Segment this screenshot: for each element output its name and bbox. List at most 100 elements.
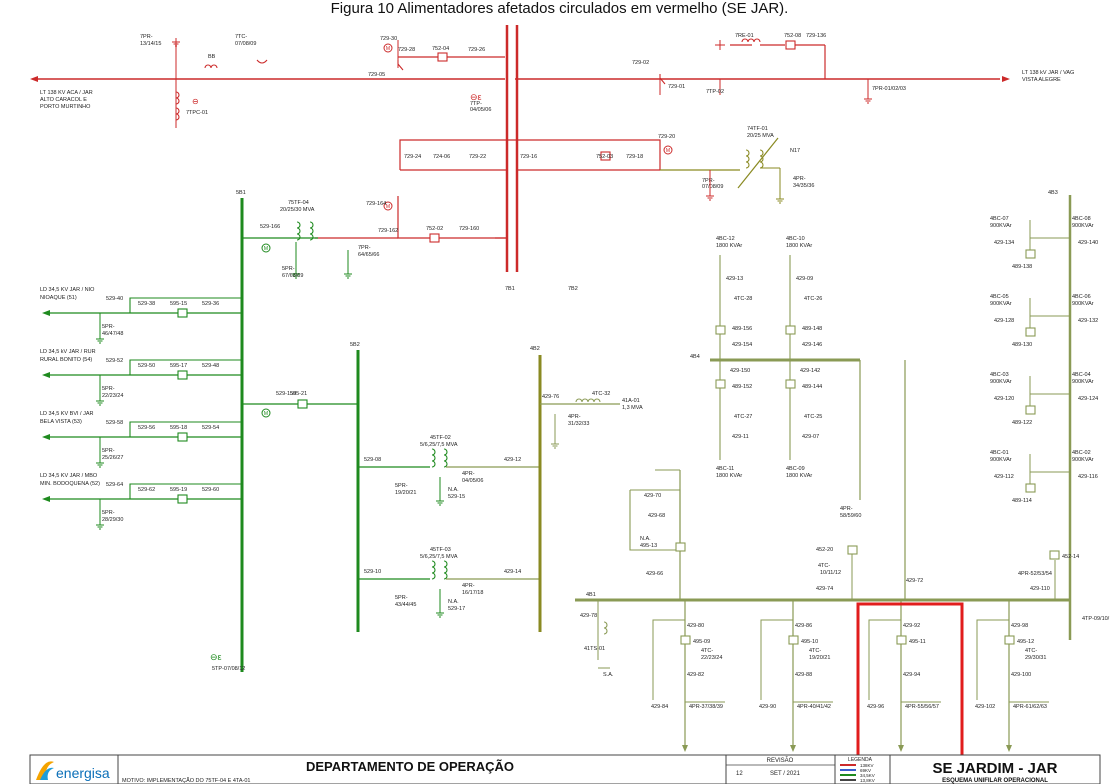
diagram-label: 429-132 [1078,318,1098,324]
diagram-label: 529-17 [448,606,465,612]
diagram-label: 4BC-10 [786,236,805,242]
breaker-495-11 [896,635,907,645]
diagram-label: 495-12 [1017,639,1034,645]
diagram-label: 489-122 [1012,420,1032,426]
diagram-label: 75TF-04 [288,200,309,206]
diagram-label: 495-11 [909,639,926,645]
diagram-label: 4B2 [530,346,540,352]
diagram-label: 4TC- [701,648,713,654]
transformer-winding [745,149,750,169]
diagram-label: 529-10 [364,569,381,575]
legend-entry: 138KV [860,763,874,768]
diagram-label: 752-03 [596,154,613,160]
diagram-label: 729-01 [668,84,685,90]
diagram-label: 4TC- [818,563,830,569]
line-arrow-icon [1002,76,1010,82]
diagram-label: 529-38 [138,301,155,307]
diagram-label: 4PR-55/56/57 [905,704,939,710]
diagram-label: 489-144 [802,384,822,390]
diagram-label: 595-21 [290,391,307,397]
diagram-label: 4PR-61/62/63 [1013,704,1047,710]
diagram-label: 529-54 [202,425,219,431]
diagram-label: 529-40 [106,296,123,302]
diagram-label: 595-17 [170,363,187,369]
diagram-label: 4PR- [793,176,806,182]
diagram-label: 7TP-02 [706,89,724,95]
diagram-label: 7PR- [702,178,715,184]
diagram-label: 20/25 MVA [747,133,774,139]
motor-operator-icon: M [264,411,268,417]
diagram-label: 5PR- [102,448,115,454]
diagram-label: 1800 KVAr [786,243,812,249]
line-arrow-icon [30,76,38,82]
diagram-label: 900KVAr [1072,457,1094,463]
diagram-label: 489-138 [1012,264,1032,270]
diagram-label: 729-136 [806,33,826,39]
diagram-label: 429-12 [504,457,521,463]
diagram-label: 429-88 [795,672,812,678]
diagram-label: 429-86 [795,623,812,629]
diagram-label: 529-15 [448,494,465,500]
diagram-label: LT 138 KV ACA / JAR [40,90,93,96]
diagram-label: 5PR- [395,483,408,489]
diagram-label: 900KVAr [1072,379,1094,385]
breaker-595-18 [177,432,188,442]
diagram-label: 29/30/31 [1025,655,1046,661]
current-transformer-icon: ⊖ [192,97,199,106]
diagram-label: 900KVAr [990,457,1012,463]
diagram-label: 4TC-26 [804,296,822,302]
diagram-label: 529-64 [106,482,123,488]
diagram-label: 4PR- [462,583,475,589]
diagram-label: 900KVAr [1072,223,1094,229]
diagram-label: 429-82 [687,672,704,678]
revision-label: REVISÃO [767,757,794,764]
revision-motive: MOTIVO: IMPLEMENTAÇÃO DO 75TF-04 E 4TA-0… [122,777,250,784]
diagram-label: 489-156 [732,326,752,332]
diagram-label: 16/17/18 [462,590,483,596]
diagram-label: 41TS-01 [584,646,605,652]
potential-transformer-icon: ⊖ε [470,92,482,102]
diagram-label: 5B2 [350,342,360,348]
diagram-label: 5PR- [102,510,115,516]
reactor-coil [575,398,601,403]
line-arrow-icon [790,745,796,752]
diagram-label: 4PR-52/53/54 [1018,571,1052,577]
diagram-label: 489-130 [1012,342,1032,348]
diagram-label: BB [208,54,216,60]
diagram-label: 7PR- [140,34,153,40]
transformer-winding [309,221,314,241]
motor-operator-icon [663,145,673,155]
revision-date: SET / 2021 [770,771,801,777]
diagram-label: 5TP-07/08/12 [212,666,245,672]
diagram-label: 5/6,25/7,5 MVA [420,554,458,560]
diagram-label: 20/25/30 MVA [280,207,315,213]
conductor-line [629,489,681,551]
diagram-label: 7B1 [505,286,515,292]
diagram-label: 429-142 [800,368,820,374]
diagram-label: 74TF-01 [747,126,768,132]
diagram-label: 4PR-37/38/39 [689,704,723,710]
diagram-label: 4BC-05 [990,294,1009,300]
diagram-label: 5PR- [395,595,408,601]
diagram-label: 4BC-03 [990,372,1009,378]
diagram-label: 429-128 [994,318,1014,324]
breaker-752-08 [785,40,796,50]
diagram-label: ALTO CARACOL E [40,97,87,103]
title-block-frame [29,754,1101,784]
diagram-label: VISTA ALEGRE [1022,77,1061,83]
breaker-489-156 [715,325,726,335]
transformer-winding [759,149,764,169]
diagram-label: 4PR- [568,414,581,420]
breaker-452-14 [1049,550,1060,560]
diagram-label: 4TC-32 [592,391,610,397]
diagram-label: 429-96 [867,704,884,710]
diagram-label: 429-102 [975,704,995,710]
conductor-line [760,619,793,700]
breaker-489-138 [1025,249,1036,259]
diagram-label: 7TP- [470,101,482,107]
diagram-label: 4BC-12 [716,236,735,242]
diagram-label: LD 34,5 KV BVI / JAR [40,411,94,417]
breaker-595-17 [177,370,188,380]
conductor-line [129,421,242,437]
diagram-label: 4B3 [1048,190,1058,196]
